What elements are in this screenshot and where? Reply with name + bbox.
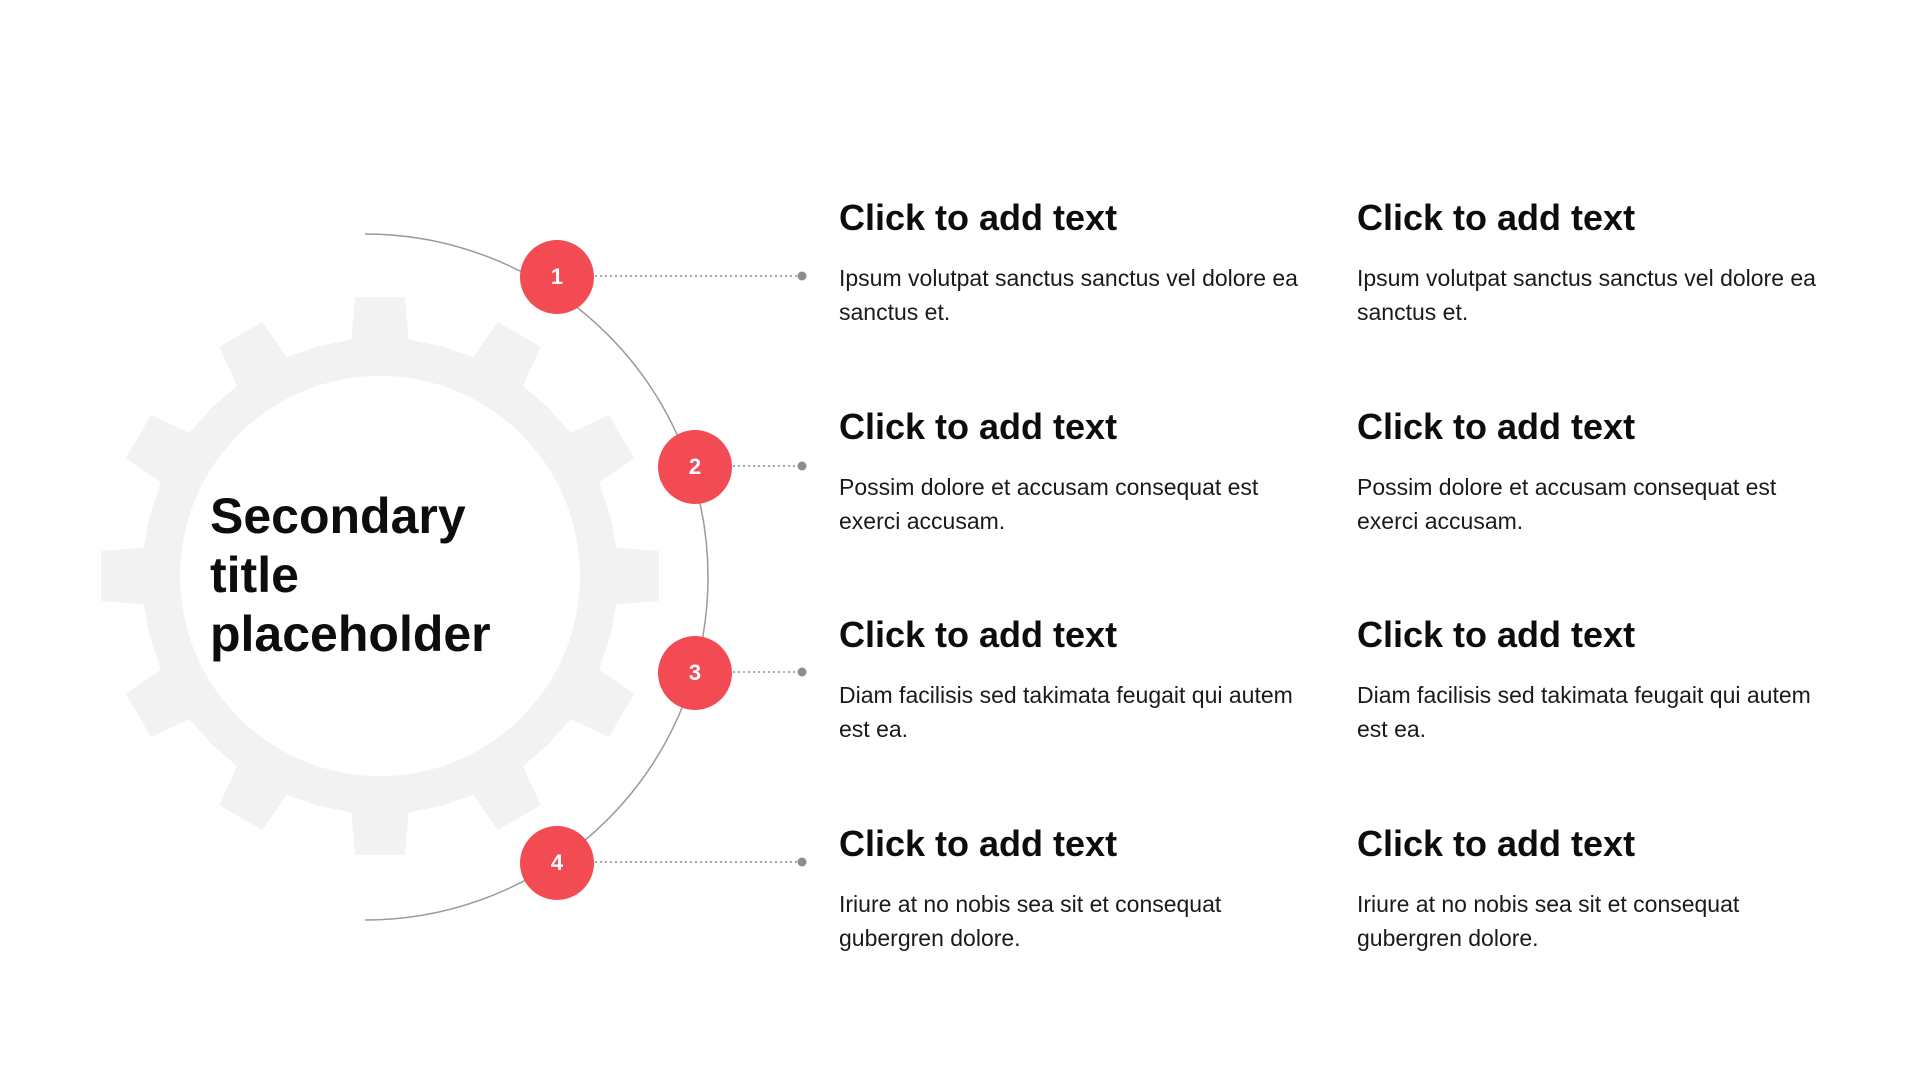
step-badge-4: 4 — [520, 826, 594, 900]
item-heading[interactable]: Click to add text — [1357, 614, 1636, 655]
connector-line-2 — [693, 461, 807, 471]
item-body[interactable]: Possim dolore et accusam consequat est e… — [1357, 474, 1777, 534]
step-badge-3: 3 — [658, 636, 732, 710]
text-block-right-2[interactable]: Click to add text Possim dolore et accus… — [1357, 406, 1827, 538]
text-block-left-2[interactable]: Click to add text Possim dolore et accus… — [839, 406, 1309, 538]
item-body[interactable]: Iriure at no nobis sea sit et consequat … — [839, 891, 1222, 951]
text-block-right-4[interactable]: Click to add text Iriure at no nobis sea… — [1357, 823, 1827, 955]
item-body[interactable]: Iriure at no nobis sea sit et consequat … — [1357, 891, 1740, 951]
text-block-left-3[interactable]: Click to add text Diam facilisis sed tak… — [839, 614, 1309, 746]
item-heading[interactable]: Click to add text — [839, 614, 1118, 655]
text-block-right-3[interactable]: Click to add text Diam facilisis sed tak… — [1357, 614, 1827, 746]
item-heading[interactable]: Click to add text — [1357, 197, 1636, 238]
text-block-left-1[interactable]: Click to add text Ipsum volutpat sanctus… — [839, 197, 1309, 329]
connector-line-1 — [555, 271, 807, 281]
text-block-right-1[interactable]: Click to add text Ipsum volutpat sanctus… — [1357, 197, 1827, 329]
item-body[interactable]: Diam facilisis sed takimata feugait qui … — [1357, 682, 1811, 742]
item-heading[interactable]: Click to add text — [1357, 406, 1636, 447]
item-body[interactable]: Ipsum volutpat sanctus sanctus vel dolor… — [839, 265, 1298, 325]
item-heading[interactable]: Click to add text — [1357, 823, 1636, 864]
step-badge-1: 1 — [520, 240, 594, 314]
connector-line-3 — [693, 667, 807, 677]
item-body[interactable]: Ipsum volutpat sanctus sanctus vel dolor… — [1357, 265, 1816, 325]
item-heading[interactable]: Click to add text — [839, 823, 1118, 864]
item-heading[interactable]: Click to add text — [839, 406, 1118, 447]
text-block-left-4[interactable]: Click to add text Iriure at no nobis sea… — [839, 823, 1309, 955]
item-heading[interactable]: Click to add text — [839, 197, 1118, 238]
secondary-title[interactable]: Secondary title placeholder — [210, 488, 491, 662]
step-badge-2: 2 — [658, 430, 732, 504]
item-body[interactable]: Diam facilisis sed takimata feugait qui … — [839, 682, 1293, 742]
connector-line-4 — [555, 857, 807, 867]
item-body[interactable]: Possim dolore et accusam consequat est e… — [839, 474, 1259, 534]
